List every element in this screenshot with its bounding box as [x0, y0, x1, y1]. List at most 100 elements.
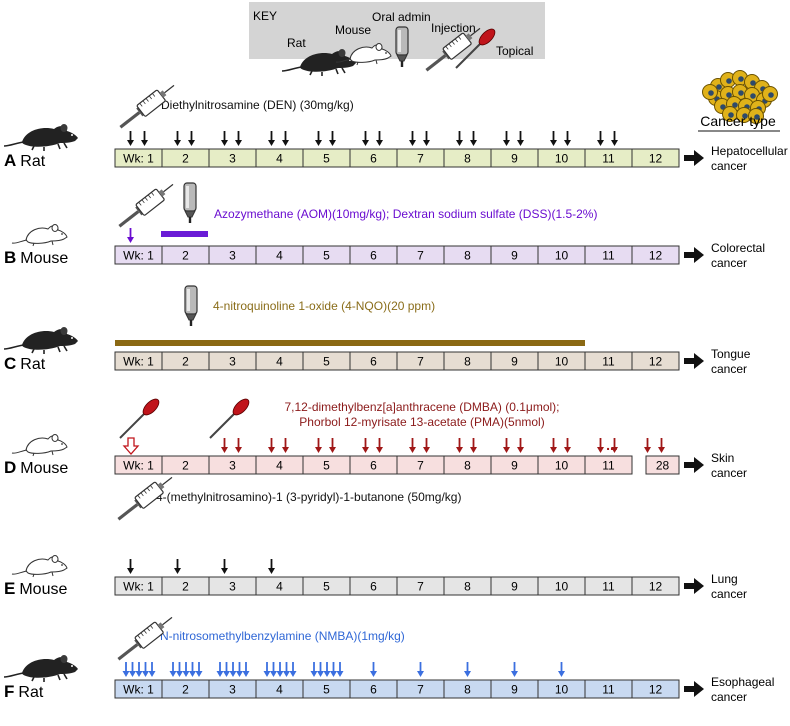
week-cell [631, 148, 680, 168]
dose-arrow-head [221, 140, 228, 146]
week-label: Wk: 1 [123, 152, 154, 166]
week-label: 12 [649, 683, 663, 697]
tumor-cell-nucleus [708, 90, 714, 96]
dose-arrow-head [127, 237, 134, 243]
tumor-cell-nucleus [726, 92, 732, 98]
week-label: 11 [602, 459, 615, 473]
week-label: 8 [464, 152, 471, 166]
week-cell [631, 679, 680, 699]
topical-applicator-icon [209, 395, 253, 439]
result-arrow-icon [684, 353, 704, 369]
result-arrow-icon [684, 681, 704, 697]
agent-label: 4-nitroquinoline 1-oxide (4-NQO)(20 ppm) [213, 299, 435, 313]
result-arrow-icon [684, 247, 704, 263]
dose-arrow-head [127, 140, 134, 146]
dose-arrow-head [456, 140, 463, 146]
dose-arrow-head [362, 447, 369, 453]
week-label: 7 [417, 683, 424, 697]
tumor-cell-nucleus [768, 92, 774, 98]
week-label: 10 [555, 152, 569, 166]
cancer-type-label: Esophageal [711, 675, 774, 689]
week-label: 8 [464, 683, 471, 697]
row-species: Rat [20, 356, 45, 373]
week-label: 3 [229, 683, 236, 697]
agent-label: N-nitrosomethylbenzylamine (NMBA)(1mg/kg… [160, 629, 405, 643]
dose-arrow-head [550, 447, 557, 453]
dose-arrow-head [423, 140, 430, 146]
week-label: 10 [555, 580, 569, 594]
oral-bottle-icon [182, 181, 198, 225]
week-label: 6 [370, 249, 377, 263]
week-label: 9 [511, 249, 518, 263]
dose-arrow-head [503, 140, 510, 146]
legend-topical-label: Topical [496, 44, 533, 58]
dose-arrow-head [229, 671, 237, 677]
week-label: 5 [323, 152, 330, 166]
week-label: 11 [602, 683, 615, 697]
week-label: 3 [229, 580, 236, 594]
dose-arrow-head [564, 447, 571, 453]
week-label: 11 [602, 152, 615, 166]
dose-arrow-head [329, 447, 336, 453]
week-label: 2 [182, 683, 189, 697]
agent-label: Diethylnitrosamine (DEN) (30mg/kg) [161, 98, 354, 112]
dose-arrow-head [470, 140, 477, 146]
cancer-type-label: cancer [711, 466, 747, 480]
cancer-type-label: cancer [711, 587, 747, 601]
dose-arrow-head [122, 671, 130, 677]
dose-arrow-head [268, 140, 275, 146]
cancer-type-label: cancer [711, 690, 747, 704]
dose-arrow-head [409, 447, 416, 453]
tumor-cell-nucleus [732, 102, 738, 108]
week-label: 6 [370, 355, 377, 369]
dose-arrow-head [270, 671, 277, 677]
dose-arrow-head [174, 140, 181, 146]
topical-applicator-icon [119, 395, 163, 439]
dose-arrow-head [317, 671, 324, 677]
dose-arrow-head [315, 447, 322, 453]
week-label: 7 [417, 355, 424, 369]
dose-arrow-head [376, 140, 383, 146]
week-label: 7 [417, 459, 424, 473]
dose-arrow-head [409, 140, 416, 146]
week-label: 8 [464, 249, 471, 263]
agent-label: Azozymethane (AOM)(10mg/kg); Dextran sod… [214, 207, 597, 221]
syringe-icon [114, 178, 178, 233]
week-label: 6 [370, 459, 377, 473]
dose-arrow-head [658, 447, 665, 453]
4nqo-exposure-bar [115, 340, 585, 346]
mouse-icon [11, 434, 68, 457]
agent-label: 4-(methylnitrosamino)-1 (3-pyridyl)-1-bu… [156, 490, 461, 504]
dose-arrow-head [550, 140, 557, 146]
week-label: 4 [276, 249, 283, 263]
week-label: 28 [656, 459, 670, 473]
legend-injection-label: Injection [431, 21, 476, 35]
dose-arrow-head [235, 447, 242, 453]
result-arrow-icon [684, 150, 704, 166]
dose-arrow-head [517, 140, 524, 146]
week-label: 6 [370, 152, 377, 166]
week-label: 3 [229, 355, 236, 369]
legend-mouse-label: Mouse [335, 23, 371, 37]
tumor-cells-icon [702, 70, 778, 124]
week-label: 7 [417, 152, 424, 166]
legend-key: KEY Rat Mouse Oral admin Injection Topic… [249, 2, 545, 77]
week-label: 10 [555, 459, 569, 473]
row-species: Rat [18, 684, 43, 701]
dose-arrow-head [282, 140, 289, 146]
week-label: 6 [370, 683, 377, 697]
week-label: 5 [323, 580, 330, 594]
legend-oral-label: Oral admin [372, 10, 431, 24]
week-label: 9 [511, 580, 518, 594]
week-label: 5 [323, 459, 330, 473]
cancer-type-header: Cancer type [700, 113, 776, 129]
